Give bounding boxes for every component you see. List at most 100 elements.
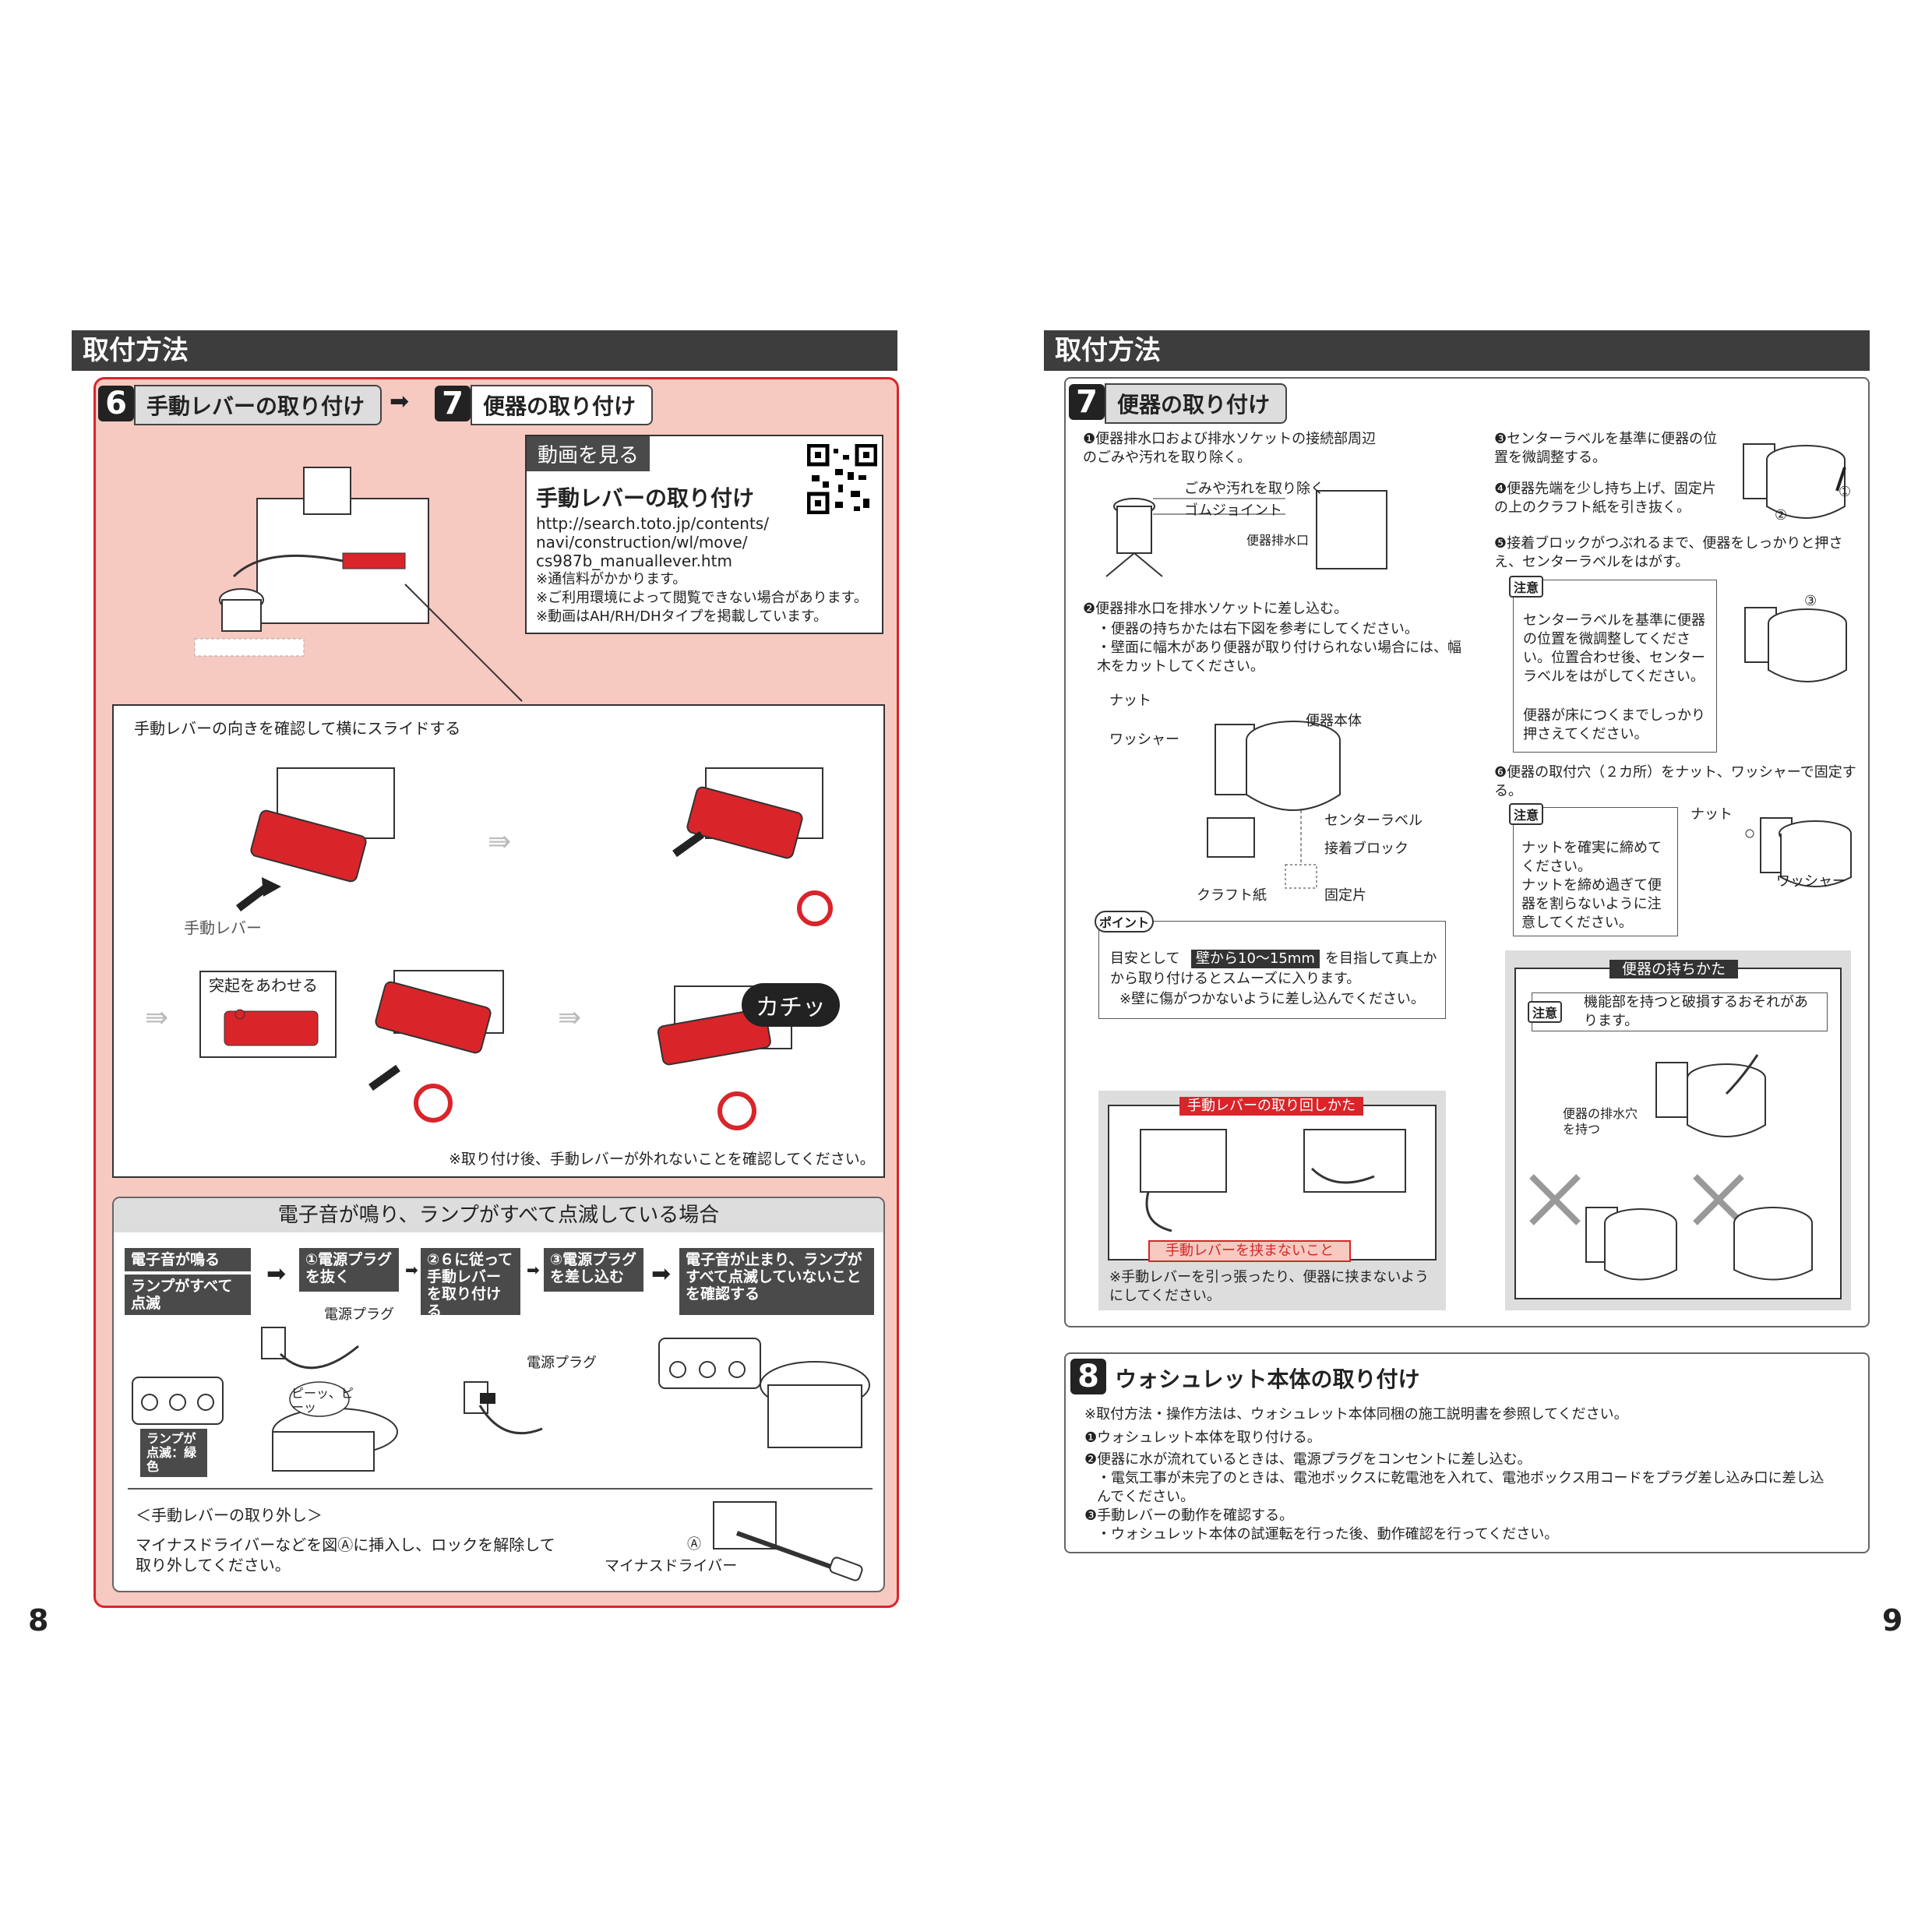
next-arrow-icon: ⇛ xyxy=(488,826,512,858)
step8-panel: 8 ウォシュレット本体の取り付け ※取付方法・操作方法は、ウォシュレット本体同梱… xyxy=(1064,1352,1870,1553)
slide-instruction-box: 手動レバーの向きを確認して横にスライドする 手動レバー ⇛ ⇛ 突起をあわせる … xyxy=(112,704,885,1178)
routing-box: 手動レバーの取り回しかた 手動レバーを挟まないこと ※手動レバーを引っ張ったり、… xyxy=(1098,1091,1446,1310)
step8-note: ※取付方法・操作方法は、ウォシュレット本体同梱の施工説明書を参照してください。 xyxy=(1084,1406,1628,1423)
align-zoom-box: 突起をあわせる xyxy=(199,971,337,1058)
step7-badge: 7 xyxy=(1069,384,1105,420)
caution-6-text-1: ナットを確実に締めてください。 xyxy=(1521,840,1662,875)
align-label: 突起をあわせる xyxy=(209,976,318,995)
video-title: 手動レバーの取り付け xyxy=(536,485,755,511)
holding-caution-box: 注意 機能部を持つと破損するおそれがあります。 xyxy=(1528,992,1828,1031)
point-box: ポイント 目安として 壁から10〜15mm を目指して真上から取り付けるとスムー… xyxy=(1095,911,1446,1019)
kraft-paper-label: クラフト紙 xyxy=(1197,887,1267,904)
nut-label: ナット xyxy=(1109,693,1151,709)
point-note: ※壁に傷がつかないように差し込んでください。 xyxy=(1119,991,1425,1007)
lever-slide-illustration-1 xyxy=(236,767,395,911)
power-plug-label-1: 電源プラグ xyxy=(324,1306,394,1323)
lever-slide-illustration-4 xyxy=(657,985,792,1130)
flow-arrow-icon-2: ➡ xyxy=(405,1260,418,1279)
power-plug-label-2: 電源プラグ xyxy=(527,1355,597,1371)
item-2-sub-2: ・壁面に幅木があり便器が取り付けられない場合には、幅木をカットしてください。 xyxy=(1097,640,1461,675)
power-plug-illustration xyxy=(464,1381,543,1435)
drain-outlet-label: 便器排水口 xyxy=(1246,533,1310,548)
step8-item-3: ❸手動レバーの動作を確認する。 xyxy=(1084,1507,1294,1524)
point-text-1: 目安として xyxy=(1110,950,1180,967)
right-page-header: 取付方法 xyxy=(1044,330,1870,371)
step-arrow-icon: ➡ xyxy=(390,388,410,415)
caution-tag-holding: 注意 xyxy=(1528,1001,1563,1023)
caution-6-text-2: ナットを締め過ぎて便器を割らないように注意してください。 xyxy=(1521,877,1662,931)
item-2: ❷便器排水口を排水ソケットに差し込む。 xyxy=(1083,601,1349,617)
step7-label: 便器の取り付け xyxy=(1105,383,1288,424)
video-tag: 動画を見る xyxy=(527,436,650,471)
holding-caution-text: 機能部を持つと破損するおそれがあります。 xyxy=(1584,994,1808,1029)
holding-wrong-illustration xyxy=(1529,1174,1813,1281)
removal-text: マイナスドライバーなどを図Ⓐに挿入し、ロックを解除して取り外してください。 xyxy=(136,1535,555,1574)
left-page-header: 取付方法 xyxy=(72,330,897,371)
step7-badge-left: 7 xyxy=(435,386,471,421)
step8-item-2: ❷便器に水が流れているときは、電源プラグをコンセントに差し込む。 xyxy=(1084,1451,1532,1468)
fixing-piece-label: 固定片 xyxy=(1324,887,1366,904)
point-highlight: 壁から10〜15mm xyxy=(1191,950,1320,968)
rubber-joint-label: ゴムジョイント xyxy=(1184,502,1282,519)
video-note-3: ※動画はAH/RH/DHタイプを掲載しています。 xyxy=(536,608,828,625)
toilet-body-label: 便器本体 xyxy=(1306,713,1362,729)
step6-label: 手動レバーの取り付け xyxy=(134,385,383,425)
lever-label: 手動レバー xyxy=(184,918,262,937)
center-label-adjust-illustration xyxy=(1743,443,1846,519)
holding-box: 便器の持ちかた 注意 機能部を持つと破損するおそれがあります。 便器の排水穴を持… xyxy=(1505,950,1851,1310)
video-url[interactable]: http://search.toto.jp/contents/ navi/con… xyxy=(536,514,769,570)
qr-code-icon[interactable] xyxy=(807,444,877,514)
left-header-title: 取付方法 xyxy=(83,335,189,366)
routing-frame: 手動レバーの取り回しかた 手動レバーを挟まないこと xyxy=(1108,1097,1437,1262)
point-tag: ポイント xyxy=(1095,911,1155,933)
circled-2: ② xyxy=(1775,507,1788,524)
video-note-1: ※通信料がかかります。 xyxy=(536,571,687,587)
item-6: ❻便器の取付穴（２カ所）をナット、ワッシャーで固定する。 xyxy=(1494,764,1856,799)
step8-item-2-sub: ・電気工事が未完了のときは、電池ボックスに乾電池を入れて、電池ボックス用コードを… xyxy=(1097,1470,1824,1505)
step8-item-3-sub: ・ウォシュレット本体の試運転を行った後、動作確認を行ってください。 xyxy=(1097,1526,1559,1542)
step6-badge: 6 xyxy=(98,386,134,421)
caution-5-box: 注意 センターラベルを基準に便器の位置を微調整してください。位置合わせ後、センタ… xyxy=(1509,576,1717,753)
flow-arrow-icon-4: ➡ xyxy=(651,1260,672,1288)
alarm-step-3: ③電源プラグを差し込む xyxy=(544,1248,643,1292)
routing-note: ※手動レバーを引っ張ったり、便器に挟まないようにしてください。 xyxy=(1109,1269,1429,1304)
right-header-title: 取付方法 xyxy=(1055,335,1161,366)
lever-slide-illustration-2 xyxy=(672,767,833,926)
slide-instruction-text: 手動レバーの向きを確認して横にスライドする xyxy=(134,719,461,738)
video-box: 動画を見る 手動レバーの取り付け http://search.toto.jp/c… xyxy=(525,435,883,634)
lever-slide-illustration-3 xyxy=(368,970,504,1123)
nut-washer-illustration xyxy=(1745,817,1852,887)
next-arrow-icon-2: ⇛ xyxy=(145,1002,169,1034)
flow-arrow-icon-3: ➡ xyxy=(527,1260,540,1279)
caution-tag-5: 注意 xyxy=(1509,576,1544,598)
align-detail-illustration xyxy=(224,1009,319,1046)
alarm-toilet-illustration xyxy=(132,1327,398,1472)
alarm-box-lamp: ランプがすべて点滅 xyxy=(125,1274,251,1315)
item-5: ❺接着ブロックがつぶれるまで、便器をしっかりと押さえ、センターラベルをはがす。 xyxy=(1494,535,1843,570)
lamp-label: ランプが点滅：緑色 xyxy=(140,1429,207,1477)
holding-label: 便器の排水穴を持つ xyxy=(1563,1106,1638,1137)
beep-text: ピーッ、ピーッ xyxy=(291,1386,354,1415)
zoom-callout-line xyxy=(404,583,523,702)
routing-title: 手動レバーの取り回しかた xyxy=(1179,1097,1363,1116)
item-2-sub-1: ・便器の持ちかたは右下図を参考にしてください。 xyxy=(1097,621,1419,637)
step8-heading: 8 ウォシュレット本体の取り付け xyxy=(1070,1359,1420,1394)
alarm-result: 電子音が止まり、ランプがすべて点滅していないことを確認する xyxy=(679,1248,874,1315)
left-page-number: 8 xyxy=(28,1603,49,1638)
circled-3: ③ xyxy=(1804,593,1817,609)
click-bubble: カチッ xyxy=(742,983,840,1027)
routing-warning: 手動レバーを挟まないこと xyxy=(1148,1240,1351,1262)
center-label-label: センターラベル xyxy=(1324,813,1423,829)
holding-frame: 便器の持ちかた 注意 機能部を持つと破損するおそれがあります。 便器の排水穴を持… xyxy=(1514,960,1842,1299)
screwdriver-label: マイナスドライバー xyxy=(605,1557,738,1574)
caution-tag-6: 注意 xyxy=(1509,803,1544,825)
caution-5-text-1: センターラベルを基準に便器の位置を微調整してください。位置合わせ後、センターラベ… xyxy=(1523,612,1705,685)
screwdriver-illustration xyxy=(713,1501,863,1581)
point-text-2-cont: から取り付けるとスムーズに入ります。 xyxy=(1110,971,1361,987)
press-toilet-illustration xyxy=(1744,607,1847,682)
washer-label: ワッシャー xyxy=(1109,732,1179,748)
alarm-divider xyxy=(128,1488,873,1490)
